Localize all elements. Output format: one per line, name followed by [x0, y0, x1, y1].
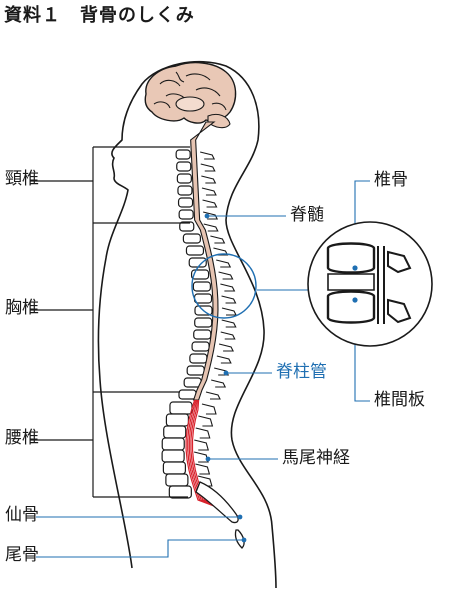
inset-process-lower	[387, 298, 412, 324]
brain	[144, 61, 237, 129]
vertebra-process	[200, 163, 216, 172]
vertebra-process	[195, 427, 211, 439]
vertebra-body	[168, 485, 192, 499]
vertebra-body	[189, 353, 208, 364]
label-sacrum: 仙骨	[5, 505, 39, 525]
vertebra-process	[201, 403, 217, 415]
label-vertebra: 椎骨	[374, 170, 408, 190]
body-silhouette	[97, 60, 277, 589]
vertebra-process	[213, 247, 229, 256]
vertebra-body	[169, 401, 193, 415]
vertebra-process	[201, 175, 217, 184]
vertebra-process	[202, 199, 218, 208]
diagram-title: 資料１ 背骨のしくみ	[4, 5, 195, 26]
vertebra-body	[190, 269, 210, 280]
vertebra-body	[194, 317, 213, 328]
spinal-cord-shape	[190, 121, 219, 401]
vertebra-body	[177, 185, 193, 196]
vertebra-body	[188, 257, 207, 268]
vertebra-body	[161, 437, 185, 451]
vertebra-body	[161, 449, 185, 463]
zoom-inset	[307, 221, 433, 347]
vertebra-process	[195, 463, 211, 475]
vertebra-process	[220, 283, 236, 292]
zoom-source-circle	[191, 253, 257, 319]
inset-vertebra-upper	[326, 242, 376, 274]
label-spinal-canal: 脊柱管	[276, 362, 327, 382]
vertebra-body	[186, 365, 205, 376]
spinal-cord	[190, 121, 219, 401]
vertebra-process	[218, 343, 234, 352]
nerve-root	[185, 399, 231, 513]
leader-dots	[204, 213, 247, 543]
label-cervical: 頸椎	[5, 169, 39, 189]
vertebra-body	[176, 161, 192, 172]
inset-disc	[327, 273, 375, 291]
inset-vertebra-lower	[326, 290, 376, 324]
label-intervertebral-disc: 椎間板	[374, 390, 425, 410]
vertebra-process	[201, 187, 217, 196]
label-thoracic: 胸椎	[5, 298, 39, 318]
vertebra-body	[191, 341, 210, 352]
label-spinal-cord: 脊髄	[290, 205, 324, 225]
vertebra-process	[210, 235, 226, 244]
vertebra-body	[185, 245, 205, 256]
vertebra-body	[162, 461, 186, 475]
coccyx-bone	[234, 529, 245, 549]
vertebra-body	[163, 425, 187, 439]
vertebra-body	[177, 197, 194, 208]
vertebra-body	[176, 173, 192, 184]
vertebra-process	[221, 319, 237, 328]
vertebra-process	[211, 379, 227, 388]
vertebra-process	[216, 355, 232, 364]
sacrum-bone	[195, 481, 239, 524]
vertebra-body	[193, 293, 213, 304]
inset-process-upper	[387, 250, 412, 274]
vertebra-process	[194, 439, 209, 451]
vertebra-process	[205, 391, 221, 400]
vertebra-body	[165, 473, 189, 487]
vertebra-process	[218, 271, 234, 280]
vertebra-body	[182, 233, 201, 244]
vertebra-process	[216, 259, 232, 268]
vertebra-body	[178, 389, 197, 400]
vertebra-process	[221, 295, 237, 304]
label-coccyx: 尾骨	[5, 545, 39, 565]
label-lumbar: 腰椎	[5, 428, 39, 448]
vertebra-process	[198, 415, 214, 427]
label-cauda-equina: 馬尾神経	[282, 448, 350, 468]
vertebra-process	[220, 331, 236, 340]
region-bracket	[30, 146, 190, 498]
vertebra-process	[193, 451, 209, 463]
vertebra-process	[221, 307, 237, 316]
leader-coccyx	[36, 539, 244, 558]
vertebra-body	[193, 329, 212, 340]
vertebra-body	[165, 413, 190, 427]
vertebra-process	[203, 223, 219, 232]
vertebra-process	[200, 151, 216, 160]
vertebra-body	[179, 221, 195, 232]
vertebra-body	[178, 209, 194, 220]
vertebra-body	[175, 149, 191, 160]
vertebra-body	[192, 281, 211, 292]
